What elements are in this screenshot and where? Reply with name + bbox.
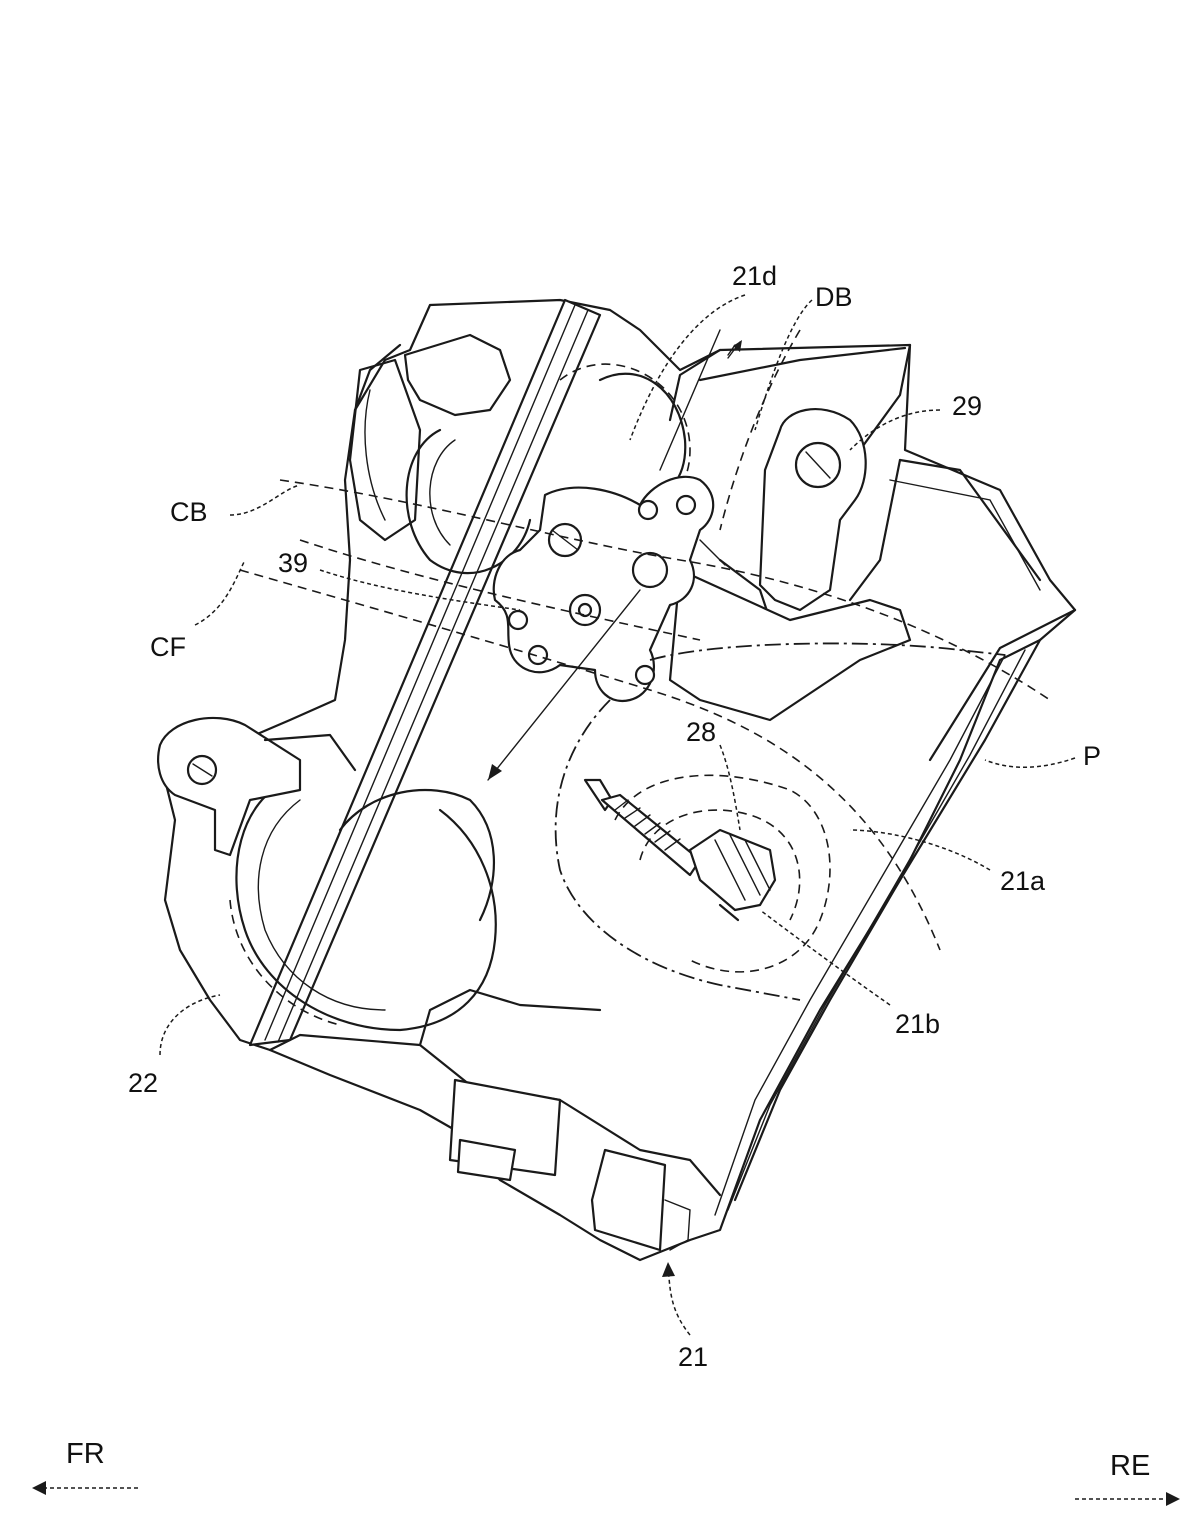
label-28: 28 (686, 717, 716, 747)
label-CF: CF (150, 632, 186, 662)
leader-lines (159, 294, 1076, 1336)
direction-front: FR (32, 1438, 138, 1495)
rear-arrowhead-icon (1166, 1492, 1180, 1506)
label-P: P (1083, 741, 1101, 771)
label-21a: 21a (1000, 866, 1046, 896)
label-21: 21 (678, 1342, 708, 1372)
bracket-29 (698, 346, 907, 622)
cylinder-head-body (158, 298, 1077, 1262)
cam-journals (229, 333, 691, 1032)
label-DB: DB (815, 282, 853, 312)
label-22: 22 (128, 1068, 158, 1098)
spark-plug-28 (583, 778, 777, 922)
bracket-22 (157, 716, 357, 857)
label-CB: CB (170, 497, 208, 527)
direction-rear: RE (1075, 1450, 1180, 1506)
reference-labels: 21d DB 29 CB 39 CF 28 P 21a 21b 22 21 (128, 261, 1101, 1372)
cam-cover-rail (248, 298, 602, 1047)
rear-block (668, 458, 1042, 722)
label-39: 39 (278, 548, 308, 578)
label-21b: 21b (895, 1009, 940, 1039)
hidden-lines (239, 329, 1051, 1001)
front-arrowhead-icon (32, 1481, 46, 1495)
label-21d: 21d (732, 261, 777, 291)
rear-direction-label: RE (1110, 1450, 1150, 1482)
label-29: 29 (952, 391, 982, 421)
front-direction-label: FR (66, 1438, 105, 1470)
